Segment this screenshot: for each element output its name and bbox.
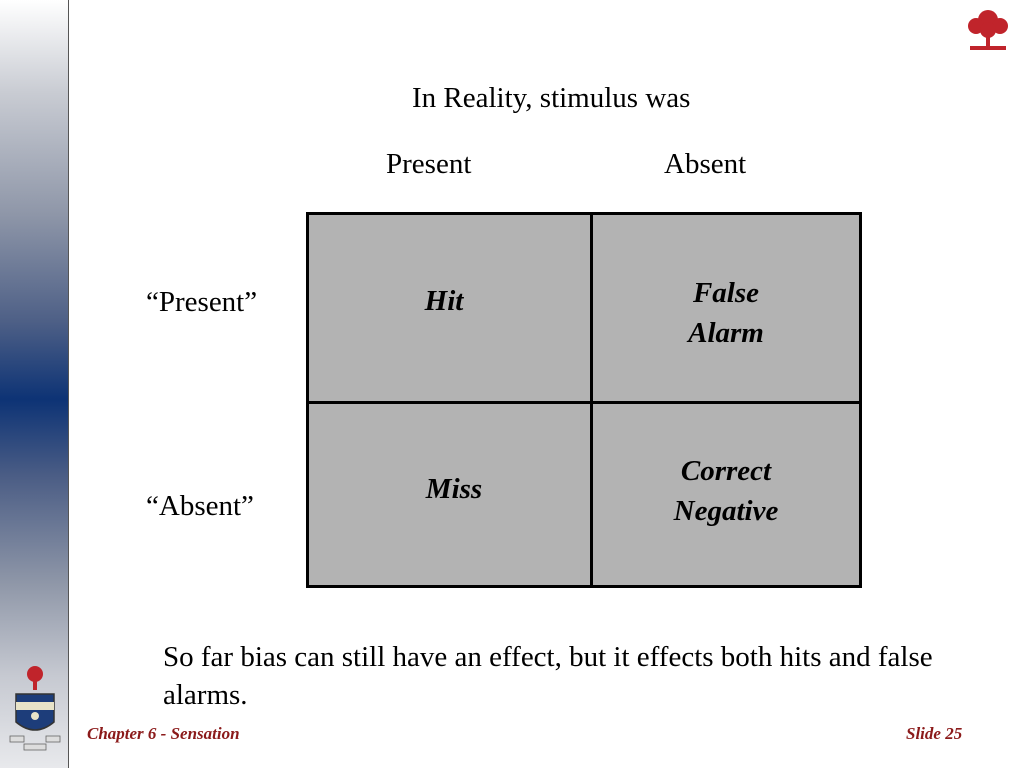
footer-slide-number: Slide 25: [906, 724, 963, 743]
tree-logo-icon: [968, 10, 1008, 50]
reality-heading: In Reality, stimulus was: [412, 82, 691, 114]
cell-correct-negative: Correct Negative: [673, 455, 779, 527]
signal-detection-matrix: Hit False Alarm Miss Correct Negative: [306, 212, 862, 588]
sidebar-gradient: [0, 0, 69, 768]
footer-chapter: Chapter 6 - Sensation: [87, 724, 240, 743]
matrix-vertical-divider: [590, 215, 593, 585]
cell-hit: Hit: [424, 285, 464, 317]
matrix-horizontal-divider: [309, 401, 859, 404]
row-header-absent: “Absent”: [146, 490, 254, 522]
bias-note: So far bias can still have an effect, bu…: [163, 641, 933, 711]
column-header-absent: Absent: [664, 148, 747, 180]
column-header-present: Present: [386, 148, 472, 180]
cell-false-alarm: False Alarm: [688, 277, 764, 349]
university-crest-icon: [9, 666, 61, 751]
row-header-present: “Present”: [146, 286, 258, 318]
cell-miss: Miss: [425, 473, 483, 505]
